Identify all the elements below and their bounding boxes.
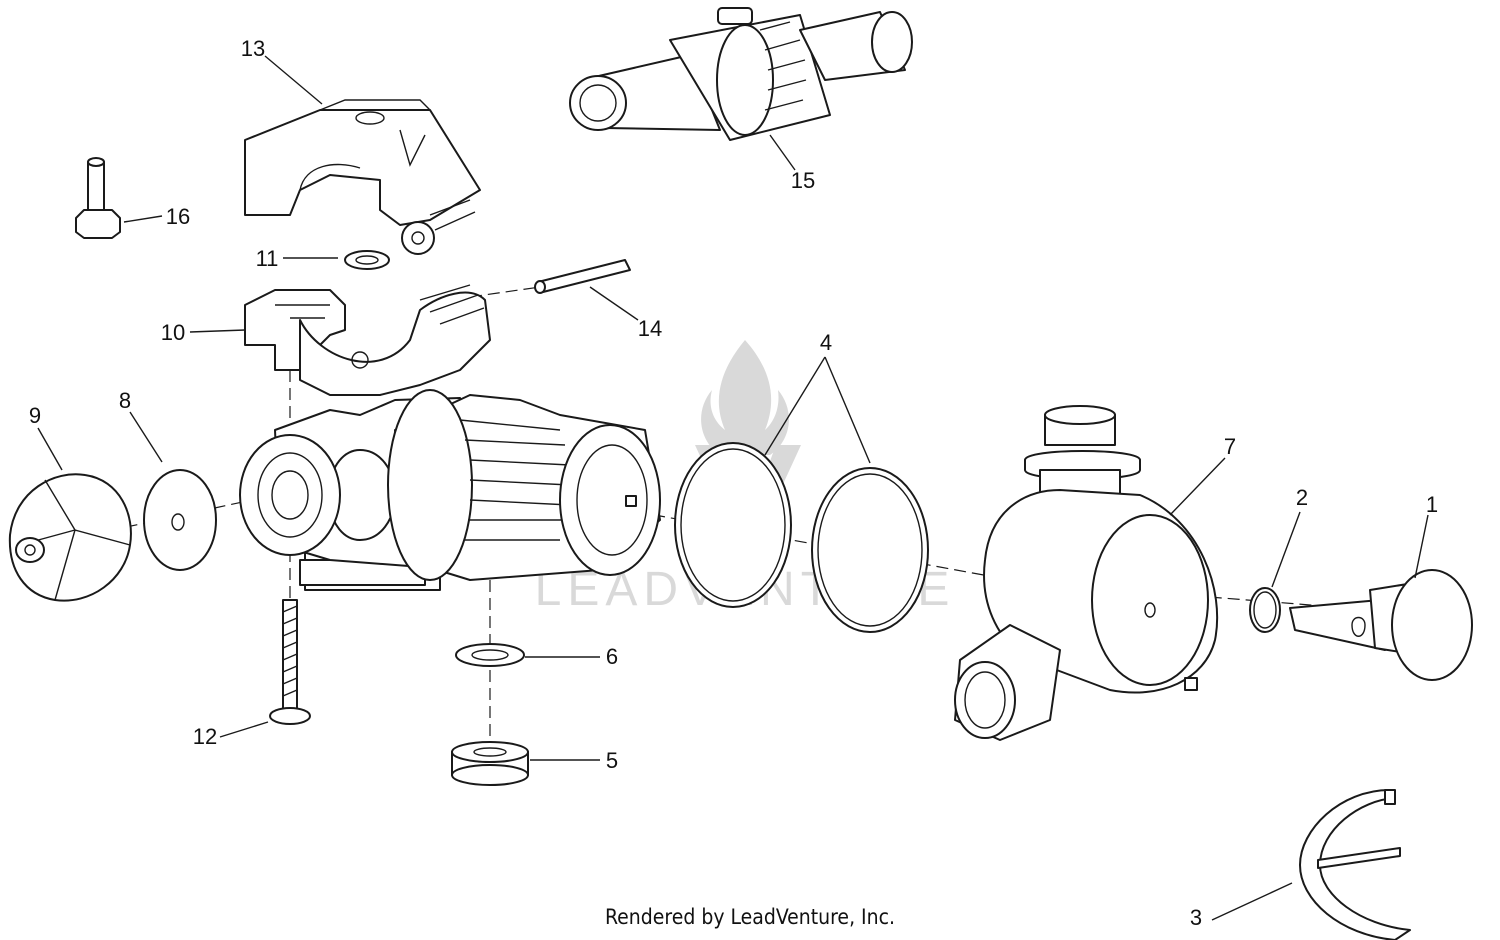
part-16-bolt	[75, 157, 121, 239]
part-5-seat	[451, 741, 529, 786]
callout-16: 16	[166, 204, 190, 229]
callout-10: 10	[161, 320, 185, 345]
callout-12: 12	[193, 724, 217, 749]
part-7-housing	[954, 405, 1219, 741]
part-8-diaphragm	[143, 469, 217, 571]
callout-9: 9	[29, 403, 41, 428]
part-9-knob	[8, 473, 132, 602]
part-1-plunger	[1289, 569, 1473, 681]
callout-3: 3	[1190, 905, 1202, 930]
callout-6: 6	[606, 644, 618, 669]
callout-leaders	[37, 55, 1429, 921]
callout-8: 8	[119, 388, 131, 413]
part-10-valve-body	[239, 284, 661, 591]
callout-11: 11	[256, 246, 279, 271]
callout-4: 4	[820, 330, 832, 355]
part-2-small-o-ring	[1249, 587, 1281, 633]
part-6-washer	[455, 643, 525, 667]
render-credit: Rendered by LeadVenture, Inc.	[605, 905, 895, 929]
part-4-o-rings	[674, 442, 929, 633]
part-14-pin	[534, 259, 631, 294]
part-12-screw	[269, 599, 311, 725]
callout-14: 14	[638, 316, 662, 341]
part-15-hose-barb	[569, 7, 913, 141]
callout-7: 7	[1224, 434, 1236, 459]
callout-13: 13	[241, 36, 265, 61]
part-11-washer	[344, 250, 390, 270]
part-13-top-clamp	[244, 99, 481, 255]
watermark-flame-icon	[701, 340, 789, 455]
callout-15: 15	[791, 168, 815, 193]
callout-1: 1	[1426, 492, 1438, 517]
callout-labels: 1 2 3 4 5 6 7 8 9 10 11 12 13 14 15 16	[29, 36, 1438, 930]
callout-5: 5	[606, 748, 618, 773]
part-3-clip	[1299, 789, 1411, 940]
callout-2: 2	[1296, 485, 1308, 510]
